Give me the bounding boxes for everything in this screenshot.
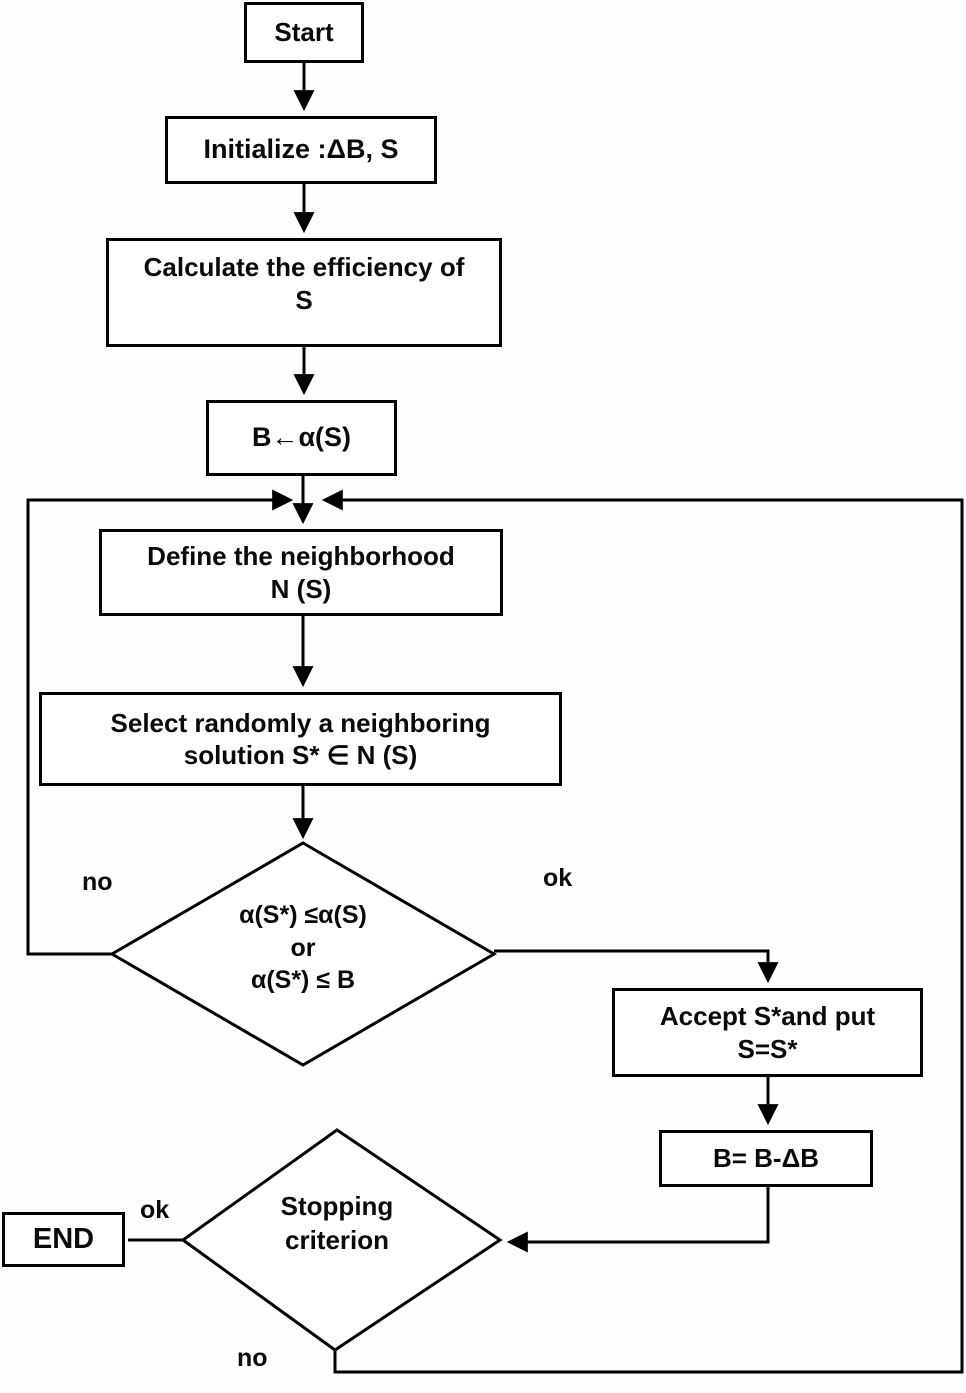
decision1-line1: α(S*) ≤α(S) (239, 901, 367, 929)
decision1-line2: or (290, 933, 316, 962)
accept-label-line2: S=S* (737, 1033, 798, 1064)
decision1-diamond (109, 841, 497, 1067)
define-neighborhood-node: Define the neighborhood N (S) (99, 529, 503, 616)
decision2-diamond (180, 1128, 503, 1352)
select-solution-node: Select randomly a neighboring solution S… (39, 692, 562, 786)
calculate-label-line2: S (295, 284, 313, 315)
define-label-line2: N (S) (270, 573, 332, 604)
initialize-label: Initialize :ΔB, S (203, 134, 399, 165)
edge-decision2-no-loop (321, 489, 964, 1374)
decision2-no-label: no (237, 1344, 268, 1372)
decision1-text: α(S*) ≤α(S) or α(S*) ≤ B (173, 899, 433, 997)
decision2-line2: criterion (284, 1224, 390, 1255)
select-label-line2: solution S* ∈ N (S) (183, 740, 418, 770)
decision2-ok-label: ok (140, 1196, 170, 1224)
assign-b-label: B←α(S) (251, 422, 352, 453)
update-b-label: B= B-ΔB (712, 1143, 820, 1174)
initialize-node: Initialize :ΔB, S (165, 116, 437, 184)
edge-decision1-no-loop (26, 489, 294, 956)
edge-decision1-ok-accept (494, 949, 779, 984)
accept-label-line1: Accept S*and put (659, 1001, 876, 1031)
assign-b-node: B←α(S) (206, 400, 397, 476)
decision2-line1: Stopping (280, 1191, 394, 1221)
accept-node: Accept S*and put S=S* (612, 988, 923, 1077)
define-label-line1: Define the neighborhood (147, 541, 455, 571)
calculate-node: Calculate the efficiency of S (106, 238, 502, 347)
update-b-node: B= B-ΔB (659, 1130, 873, 1187)
edge-update-decision2 (506, 1187, 770, 1253)
decision1-no-label: no (82, 868, 113, 896)
decision1-ok-label: ok (543, 864, 573, 892)
start-label: Start (274, 17, 334, 48)
decision1-line3: α(S*) ≤ B (250, 966, 356, 994)
start-node: Start (244, 2, 364, 63)
end-node: END (2, 1212, 125, 1267)
select-label-line1: Select randomly a neighboring (110, 707, 491, 738)
decision2-text: Stopping criterion (237, 1190, 437, 1258)
calculate-label-line1: Calculate the efficiency of (143, 252, 465, 282)
end-label: END (32, 1223, 95, 1256)
